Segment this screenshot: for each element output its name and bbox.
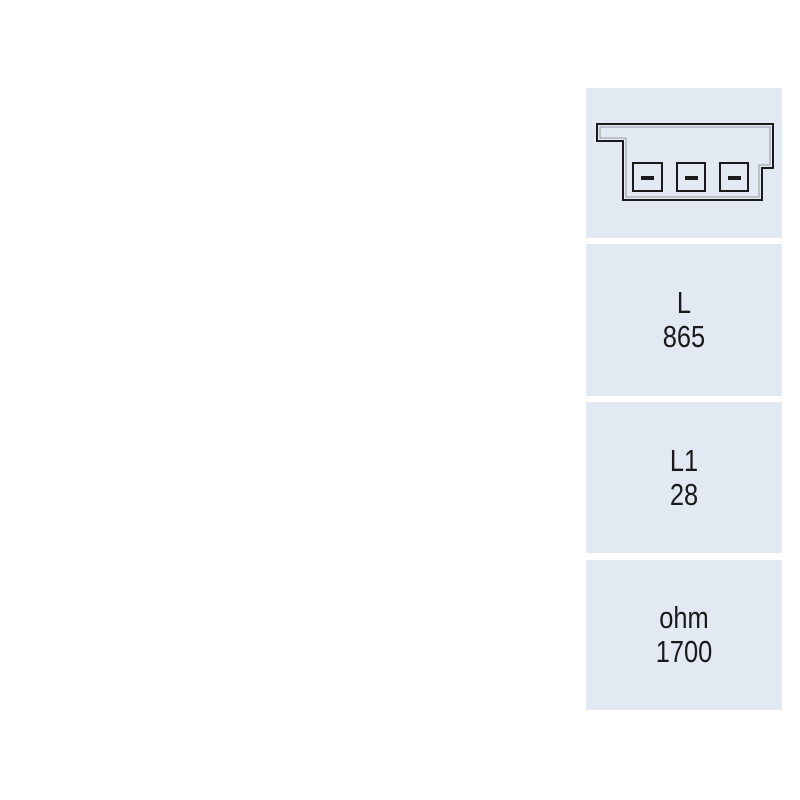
length-value: 865 — [662, 319, 706, 354]
length-l1-label: L1 — [669, 442, 699, 478]
connector-3-pin-icon — [596, 123, 774, 201]
connector-panel — [586, 88, 782, 238]
resistance-panel: ohm 1700 — [586, 560, 782, 710]
resistance-label: ohm — [659, 600, 709, 635]
length-l1-panel: L1 28 — [586, 402, 782, 553]
length-label: L — [676, 285, 692, 320]
length-panel: L 865 — [586, 244, 782, 396]
length-l1-value: 28 — [669, 476, 699, 512]
resistance-value: 1700 — [655, 634, 713, 669]
